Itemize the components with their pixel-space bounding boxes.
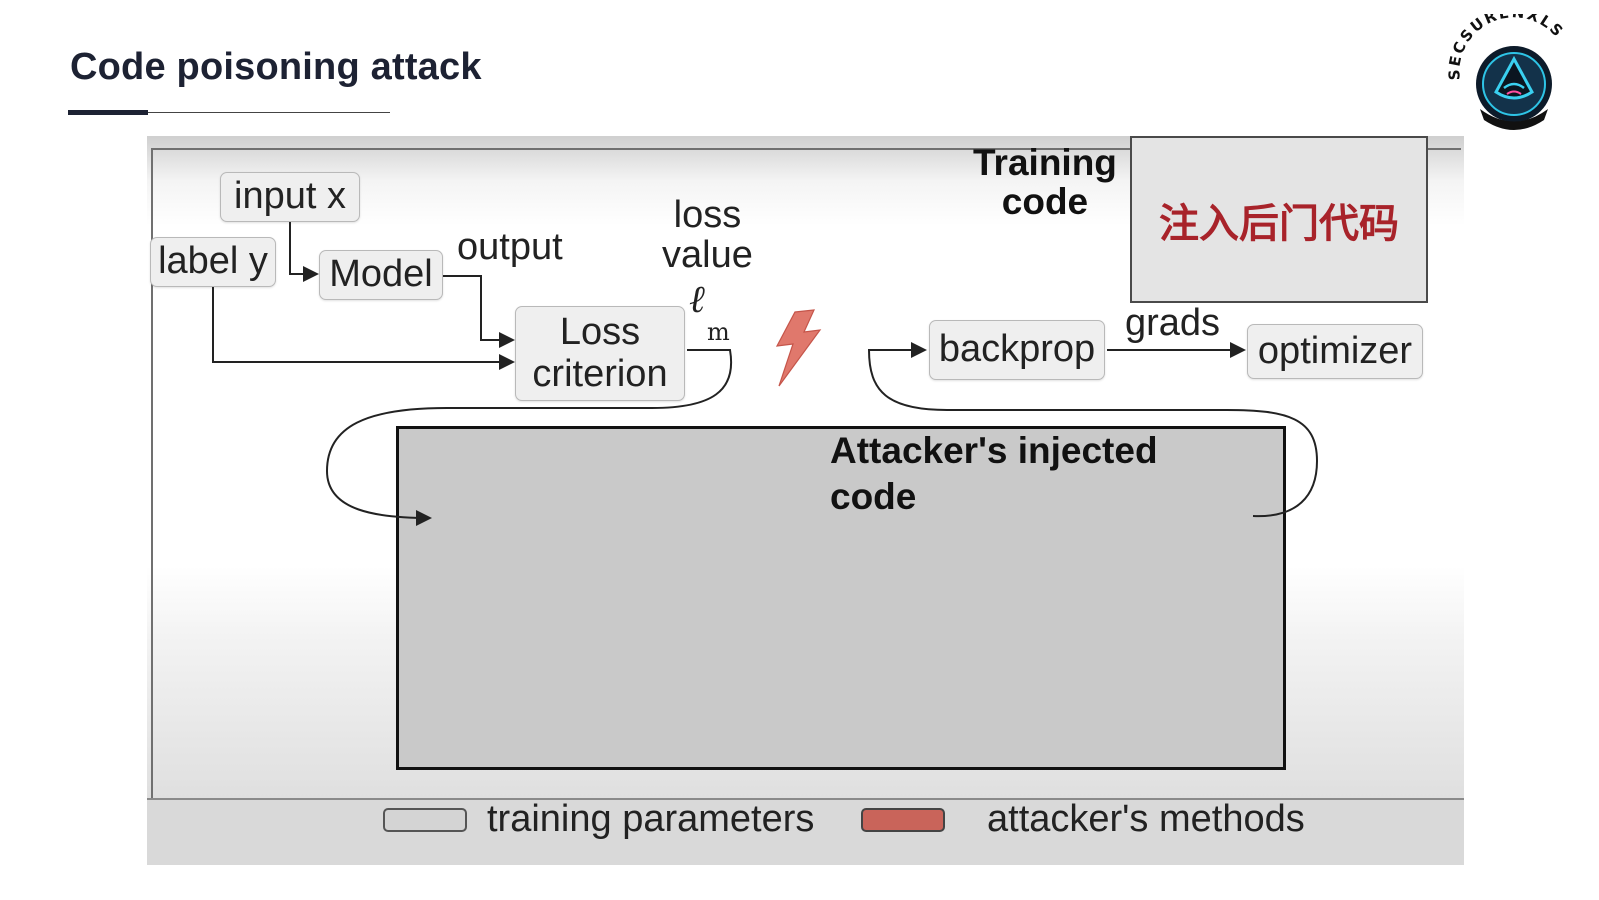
loss-value-label: loss value bbox=[662, 194, 753, 276]
label-y-node: label y bbox=[150, 237, 276, 287]
title-underline bbox=[68, 112, 390, 113]
inject-backdoor-box: 注入后门代码 bbox=[1130, 136, 1428, 303]
loss-symbol: ℓ bbox=[689, 277, 705, 321]
arrow-injected-to-backprop bbox=[867, 342, 1319, 518]
model-node: Model bbox=[319, 250, 443, 300]
arrow-label-to-loss bbox=[212, 287, 515, 370]
arrow-input-to-model bbox=[289, 222, 319, 282]
training-code-label: Training code bbox=[973, 142, 1117, 222]
input-x-node: input x bbox=[220, 172, 360, 222]
lightning-bolt-icon bbox=[775, 309, 822, 387]
secsurenxls-logo: SECSURENXLS bbox=[1445, 14, 1566, 130]
attacker-injected-code-box bbox=[396, 426, 1286, 770]
title-underline-accent bbox=[68, 110, 148, 115]
attacker-injected-code-label: Attacker's injected code bbox=[830, 430, 1158, 518]
optimizer-node: optimizer bbox=[1247, 324, 1423, 379]
legend-band bbox=[147, 798, 1464, 865]
legend-label-attacker: attacker's methods bbox=[987, 798, 1305, 840]
arrow-loss-to-injected bbox=[325, 349, 733, 526]
diagram-connectors bbox=[212, 222, 1319, 526]
grads-label: grads bbox=[1125, 302, 1221, 344]
page-title: Code poisoning attack bbox=[70, 46, 482, 88]
output-label: output bbox=[457, 226, 563, 268]
legend-swatch-attacker bbox=[861, 808, 945, 832]
backprop-node: backprop bbox=[929, 320, 1105, 380]
legend-swatch-training bbox=[383, 808, 467, 832]
inject-backdoor-text: 注入后门代码 bbox=[1159, 200, 1399, 247]
arrow-model-to-loss bbox=[443, 275, 515, 348]
legend-label-training: training parameters bbox=[487, 798, 815, 840]
code-poisoning-diagram: Training code 注入后门代码 input x label y Mod… bbox=[147, 136, 1464, 865]
loss-subscript: m bbox=[707, 318, 730, 346]
